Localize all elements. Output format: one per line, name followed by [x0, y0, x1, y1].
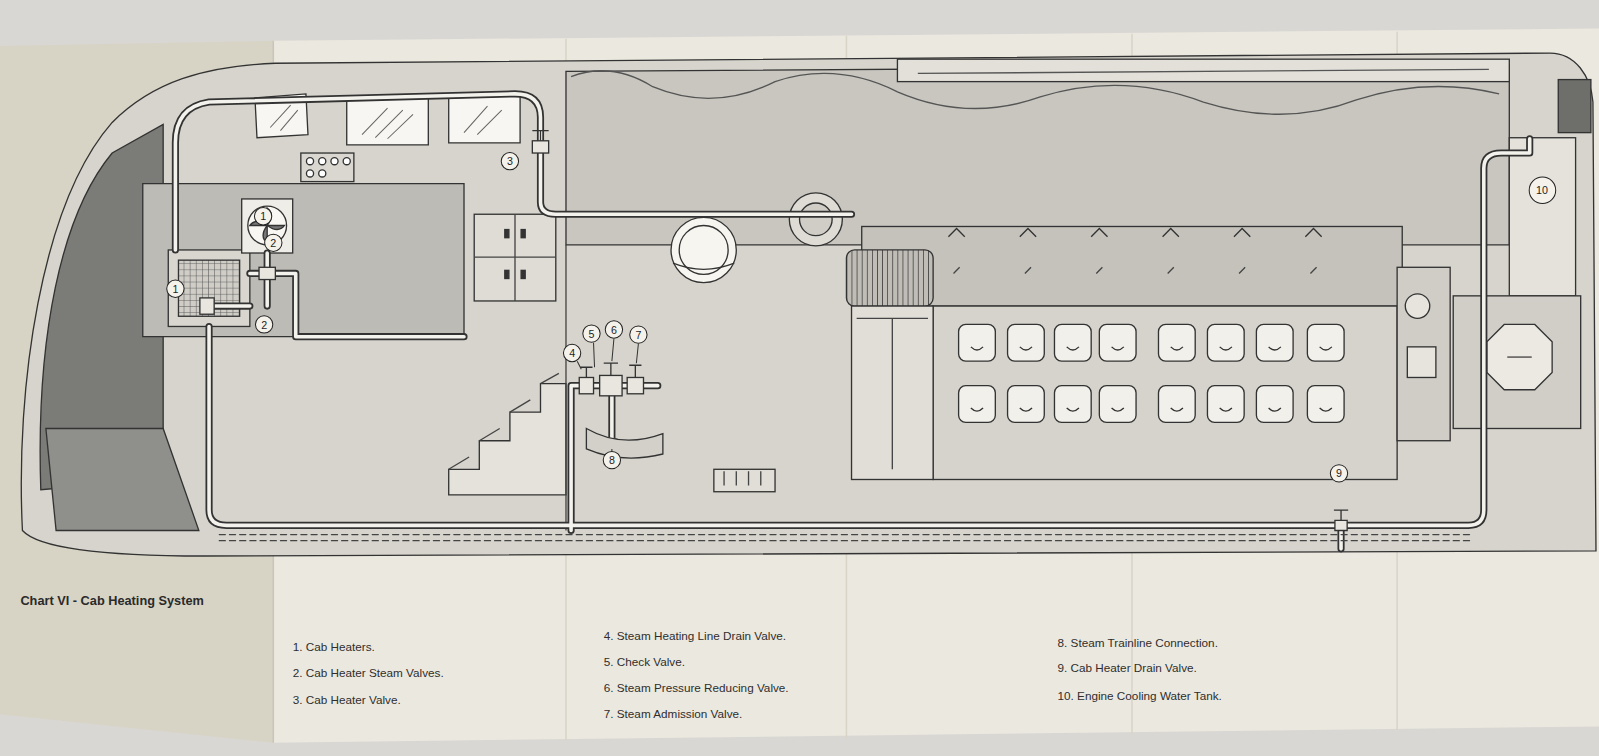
key-entry: 3. Cab Heater Valve.	[293, 694, 401, 708]
locomotive-body	[21, 53, 1596, 556]
cab-furniture	[449, 193, 843, 531]
callout-number: 2	[264, 234, 282, 252]
callout-number: 4	[563, 344, 581, 362]
cab-windows	[255, 94, 520, 182]
chart-caption: Chart VI - Cab Heating System	[20, 594, 203, 608]
key-entry: 5. Check Valve.	[604, 656, 685, 670]
callout-number: 2	[255, 315, 273, 333]
leader-lines	[268, 249, 638, 451]
key-entry: 8. Steam Trainline Connection.	[1058, 637, 1218, 651]
diesel-engine	[714, 226, 1450, 491]
key-entry: 9. Cab Heater Drain Valve.	[1058, 662, 1197, 676]
key-entry: 4. Steam Heating Line Drain Valve.	[604, 629, 786, 643]
key-entry: 6. Steam Pressure Reducing Valve.	[604, 681, 789, 695]
callout-number: 6	[605, 320, 623, 338]
steam-piping	[175, 94, 1529, 549]
callout-number: 3	[501, 152, 519, 170]
water-tank	[1453, 138, 1580, 429]
key-entry: 10. Engine Cooling Water Tank.	[1058, 690, 1222, 704]
key-entry: 1. Cab Heaters.	[293, 641, 375, 655]
key-entry: 7. Steam Admission Valve.	[604, 708, 743, 722]
callout-number: 5	[582, 324, 600, 342]
key-entry: 2. Cab Heater Steam Valves.	[293, 667, 444, 681]
callout-number: 9	[1330, 464, 1348, 482]
valves	[200, 131, 1348, 531]
callout-number: 10	[1528, 176, 1556, 204]
callout-number: 1	[166, 280, 184, 298]
callout-number: 1	[254, 207, 272, 225]
callout-number: 8	[603, 451, 621, 469]
callout-number: 7	[629, 325, 647, 343]
